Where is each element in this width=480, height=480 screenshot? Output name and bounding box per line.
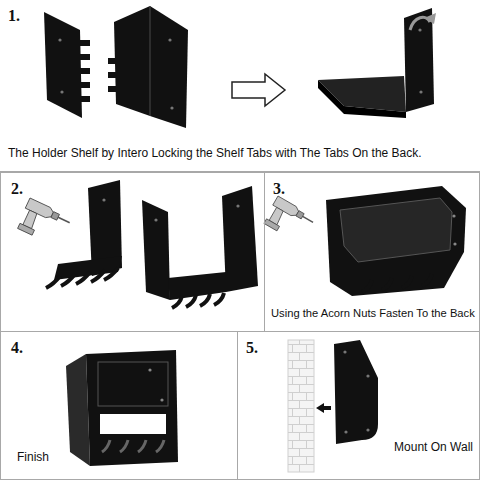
assembled-shelf	[318, 8, 436, 118]
step-caption: Finish	[17, 450, 49, 464]
step-number: 3.	[273, 179, 285, 198]
step-arrow	[232, 74, 285, 106]
step-caption: Mount On Wall	[394, 440, 473, 454]
step-panel: 1. The Holder Shelf by Intero Locking the…	[0, 0, 480, 172]
step-number: 2.	[11, 179, 23, 198]
step-number: 1.	[8, 6, 20, 25]
step-caption: Using the Acorn Nuts Fasten To the Back	[271, 307, 475, 320]
side-panel	[334, 340, 378, 444]
drill-icon	[263, 196, 316, 244]
step-number: 4.	[11, 338, 23, 357]
back-panel-part	[44, 12, 90, 118]
step-panel: 3. Using the Acorn Nuts Fasten To the Bac…	[264, 172, 480, 332]
finished-holder	[66, 350, 178, 466]
bracket-part	[46, 180, 122, 288]
brick-wall	[288, 340, 314, 472]
step-panel: 4. Finish	[0, 331, 238, 480]
step-panel: 2.	[0, 172, 265, 332]
drill-icon	[16, 198, 72, 247]
mount-arrow	[316, 403, 331, 413]
step-panel: 5. Mount On Wall	[237, 331, 480, 480]
shelf-part	[108, 6, 188, 128]
shelf-assembly	[326, 186, 466, 296]
step-number: 5.	[246, 338, 258, 357]
holder-frame	[142, 186, 258, 308]
step-caption: The Holder Shelf by Intero Locking the S…	[8, 146, 422, 160]
